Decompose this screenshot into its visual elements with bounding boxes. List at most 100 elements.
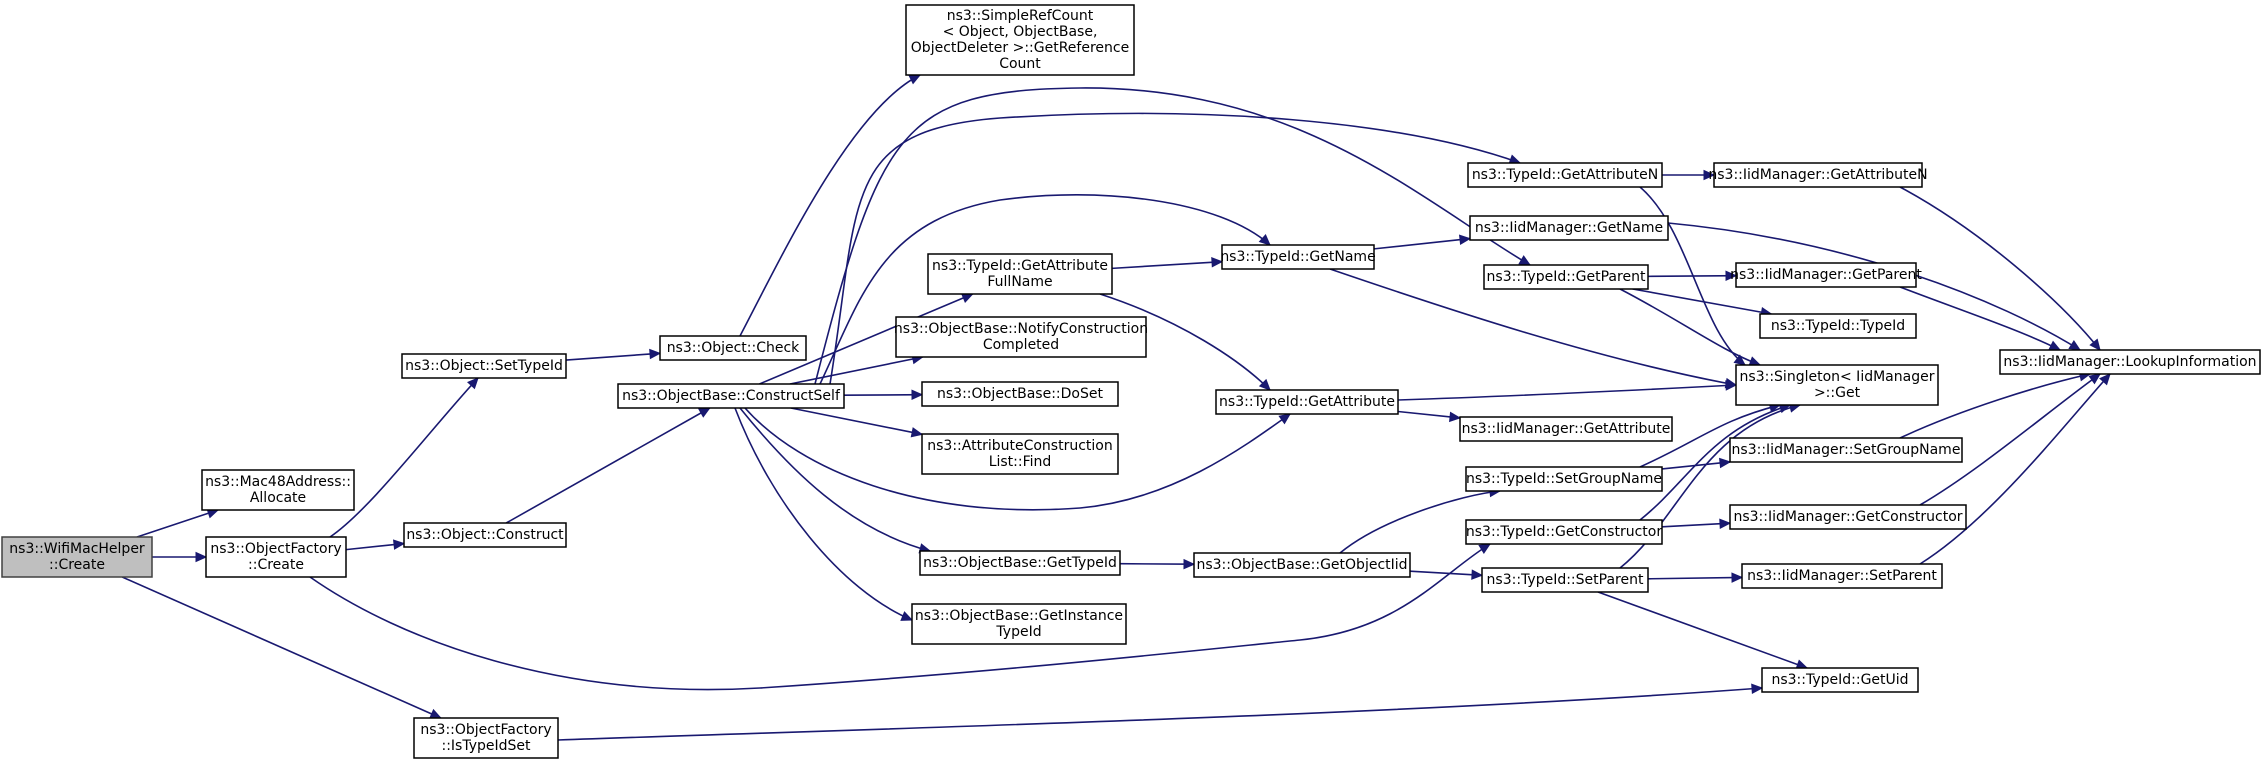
edge-typeid-setparent-to-iidmanager-setparent xyxy=(1647,572,1744,583)
node-label-line: ns3::IidManager::GetName xyxy=(1475,220,1663,236)
node-iidmanager-getname[interactable]: ns3::IidManager::GetName xyxy=(1469,215,1669,241)
node-typeid-getparent[interactable]: ns3::TypeId::GetParent xyxy=(1483,264,1649,290)
node-box xyxy=(1713,162,1923,188)
node-label-line: ::Create xyxy=(49,557,105,573)
edge-line xyxy=(121,576,442,719)
edge-line xyxy=(1409,570,1483,577)
node-label-line: ns3::TypeId::GetAttribute xyxy=(932,258,1108,274)
arrowhead xyxy=(2089,338,2101,351)
arrowhead xyxy=(467,377,479,390)
node-typeid-getattributen[interactable]: ns3::TypeId::GetAttributeN xyxy=(1467,162,1663,188)
edge-line xyxy=(790,407,923,436)
edge-objectbase-constructself-to-typeid-getattribute xyxy=(744,407,1291,511)
edge-typeid-getattributen-to-singleton-get xyxy=(1639,186,1746,366)
edge-line xyxy=(329,377,479,538)
node-box xyxy=(1193,552,1411,578)
node-objectbase-gettypeid[interactable]: ns3::ObjectBase::GetTypeId xyxy=(919,550,1121,576)
node-wifimachelper-create[interactable]: ns3::WifiMacHelper::Create xyxy=(1,536,153,578)
edge-line xyxy=(1639,404,1781,468)
edge-line xyxy=(1099,293,1271,391)
edge-line xyxy=(1373,237,1471,250)
arrowhead xyxy=(910,427,924,438)
node-label-line: ns3::ObjectBase::GetObjectIid xyxy=(1196,557,1407,573)
arrowhead xyxy=(1449,411,1462,423)
node-objectbase-doset[interactable]: ns3::ObjectBase::DoSet xyxy=(921,381,1119,407)
node-object-settypeid[interactable]: ns3::Object::SetTypeId xyxy=(401,353,567,379)
node-typeid-getname[interactable]: ns3::TypeId::GetName xyxy=(1220,244,1376,270)
node-objectbase-constructself[interactable]: ns3::ObjectBase::ConstructSelf xyxy=(617,383,845,409)
edge-objectbase-constructself-to-attributeconstructionlist-find xyxy=(790,407,924,438)
node-label-line: ns3::TypeId::GetAttribute xyxy=(1219,394,1395,410)
node-box xyxy=(617,383,845,409)
node-label-line: ns3::Object::Construct xyxy=(406,527,564,543)
edge-objectbase-constructself-to-objectbase-getinstancetypeid xyxy=(734,407,914,621)
node-label-line: ns3::Singleton< IidManager xyxy=(1740,369,1935,385)
node-mac48-allocate[interactable]: ns3::Mac48Address::Allocate xyxy=(201,469,355,511)
node-typeid-typeid[interactable]: ns3::TypeId::TypeId xyxy=(1759,313,1917,339)
node-iidmanager-getparent[interactable]: ns3::IidManager::GetParent xyxy=(1730,262,1922,288)
node-label-line: ns3::Mac48Address:: xyxy=(205,474,351,490)
node-box xyxy=(1761,667,1919,693)
node-box xyxy=(1999,349,2261,375)
node-iidmanager-getattributen[interactable]: ns3::IidManager::GetAttributeN xyxy=(1708,162,1928,188)
edge-objectfactory-create-to-object-construct xyxy=(345,539,406,551)
node-objectbase-getobjectiid[interactable]: ns3::ObjectBase::GetObjectIid xyxy=(1193,552,1411,578)
edge-wifimachelper-create-to-mac48-allocate xyxy=(136,508,220,538)
node-box xyxy=(1729,437,1963,463)
node-box xyxy=(1729,504,1967,530)
node-object-check[interactable]: ns3::Object::Check xyxy=(659,335,807,361)
node-typeid-getuid[interactable]: ns3::TypeId::GetUid xyxy=(1761,667,1919,693)
node-iidmanager-getconstructor[interactable]: ns3::IidManager::GetConstructor xyxy=(1729,504,1967,530)
node-objectfactory-istypeidset[interactable]: ns3::ObjectFactory::IsTypeIdSet xyxy=(413,717,559,759)
node-label-line: ns3::ObjectBase::DoSet xyxy=(937,386,1103,402)
arrowhead xyxy=(1278,413,1291,425)
arrowhead xyxy=(1258,234,1271,246)
node-typeid-getattribute[interactable]: ns3::TypeId::GetAttribute xyxy=(1215,389,1399,415)
edge-typeid-getconstructor-to-iidmanager-getconstructor xyxy=(1661,518,1732,530)
node-iidmanager-setgroupname[interactable]: ns3::IidManager::SetGroupName xyxy=(1729,437,1963,463)
node-iidmanager-setparent[interactable]: ns3::IidManager::SetParent xyxy=(1741,563,1943,589)
node-label-line: FullName xyxy=(987,274,1052,290)
node-label-line: ns3::IidManager::GetParent xyxy=(1730,267,1922,283)
node-object-construct[interactable]: ns3::Object::Construct xyxy=(403,522,567,548)
arrowhead xyxy=(1211,257,1224,268)
node-singleton-get[interactable]: ns3::Singleton< IidManager >::Get xyxy=(1735,364,1939,406)
edge-wifimachelper-create-to-objectfactory-istypeidset xyxy=(121,576,442,719)
arrowhead xyxy=(2088,373,2101,385)
edge-iidmanager-getattributen-to-iidmanager-lookupinformation xyxy=(1899,186,2101,351)
arrowhead xyxy=(1719,457,1732,469)
edge-line xyxy=(1111,260,1223,270)
node-box xyxy=(1735,262,1917,288)
node-iidmanager-lookupinformation[interactable]: ns3::IidManager::LookupInformation xyxy=(1999,349,2261,375)
node-typeid-getconstructor[interactable]: ns3::TypeId::GetConstructor xyxy=(1465,519,1663,545)
edge-line xyxy=(1619,288,1761,366)
edge-line xyxy=(814,87,1531,385)
edge-line xyxy=(1647,274,1737,278)
node-label-line: ObjectDeleter >::GetReference xyxy=(911,40,1129,56)
node-iidmanager-getattribute[interactable]: ns3::IidManager::GetAttribute xyxy=(1459,416,1673,442)
node-simplerefcount[interactable]: ns3::SimpleRefCount< Object, ObjectBase,… xyxy=(905,4,1135,76)
edge-typeid-getattributefullname-to-typeid-getname xyxy=(1111,257,1224,270)
node-objectfactory-create[interactable]: ns3::ObjectFactory::Create xyxy=(205,536,347,578)
call-nodes: ns3::WifiMacHelper::Create ns3::Mac48Addr… xyxy=(1,4,2261,759)
edge-line xyxy=(136,509,219,538)
node-label-line: ns3::ObjectBase::ConstructSelf xyxy=(622,388,841,404)
arrowhead xyxy=(698,407,711,418)
node-label-line: ns3::IidManager::GetAttributeN xyxy=(1708,167,1927,183)
node-objectbase-notifyconstruction[interactable]: ns3::ObjectBase::NotifyConstructionCompl… xyxy=(894,316,1148,358)
node-box xyxy=(403,522,567,548)
edge-line xyxy=(1899,373,2091,439)
node-typeid-setgroupname[interactable]: ns3::TypeId::SetGroupName xyxy=(1465,466,1663,492)
arrowhead xyxy=(2048,340,2062,351)
node-box xyxy=(1741,563,1943,589)
edge-line xyxy=(565,352,661,361)
node-typeid-setparent[interactable]: ns3::TypeId::SetParent xyxy=(1481,567,1649,593)
node-label-line: ns3::WifiMacHelper xyxy=(9,541,145,557)
arrowhead xyxy=(1725,380,1738,391)
arrowhead xyxy=(1703,169,1716,181)
node-box xyxy=(201,469,355,511)
